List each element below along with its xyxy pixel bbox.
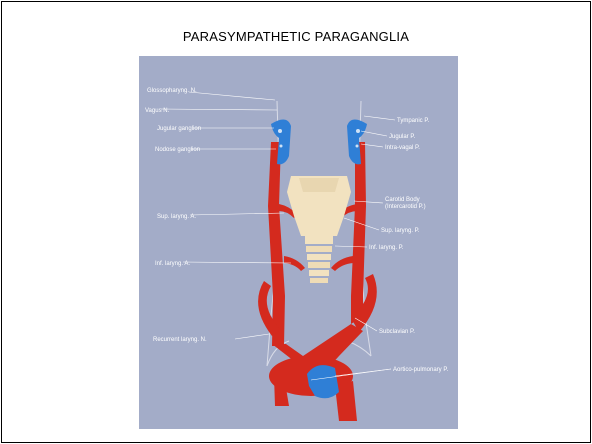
label-tympanic-paraganglion: Tympanic P. — [397, 118, 430, 124]
label-intra-vagal-paraganglion: Intra-vagal P. — [385, 145, 420, 151]
label-sup-laryngeal-artery: Sup. laryng. A. — [157, 214, 196, 220]
label-intercarotid-paraganglion: (Intercarotid P.) — [385, 204, 426, 210]
label-jugular-paraganglion: Jugular P. — [389, 134, 416, 140]
label-aortico-pulmonary-paraganglion: Aortico-pulmonary P. — [393, 367, 449, 373]
label-carotid-body: Carotid Body — [385, 197, 420, 203]
label-nodose-ganglion: Nodose ganglion — [155, 147, 200, 153]
label-recurrent-laryngeal-nerve: Recurrent laryng. N. — [153, 337, 207, 343]
label-vagus-nerve: Vagus N. — [145, 108, 170, 114]
label-inf-laryngeal-paraganglion: Inf. laryng. P. — [369, 245, 404, 251]
label-inf-laryngeal-artery: Inf. laryng. A. — [155, 261, 190, 267]
paraganglia-diagram: Glossopharyng. N. Vagus N. Jugular gangl… — [139, 56, 458, 429]
label-jugular-ganglion: Jugular ganglion — [157, 126, 201, 132]
label-glossopharyngeal-nerve: Glossopharyng. N. — [147, 88, 197, 94]
label-subclavian-paraganglion: Subclavian P. — [379, 329, 415, 335]
anatomical-figure: Glossopharyng. N. Vagus N. Jugular gangl… — [139, 56, 458, 429]
slide-title: PARASYMPATHETIC PARAGANGLIA — [2, 29, 590, 44]
label-sup-laryngeal-paraganglion: Sup. laryng. P. — [381, 228, 420, 234]
